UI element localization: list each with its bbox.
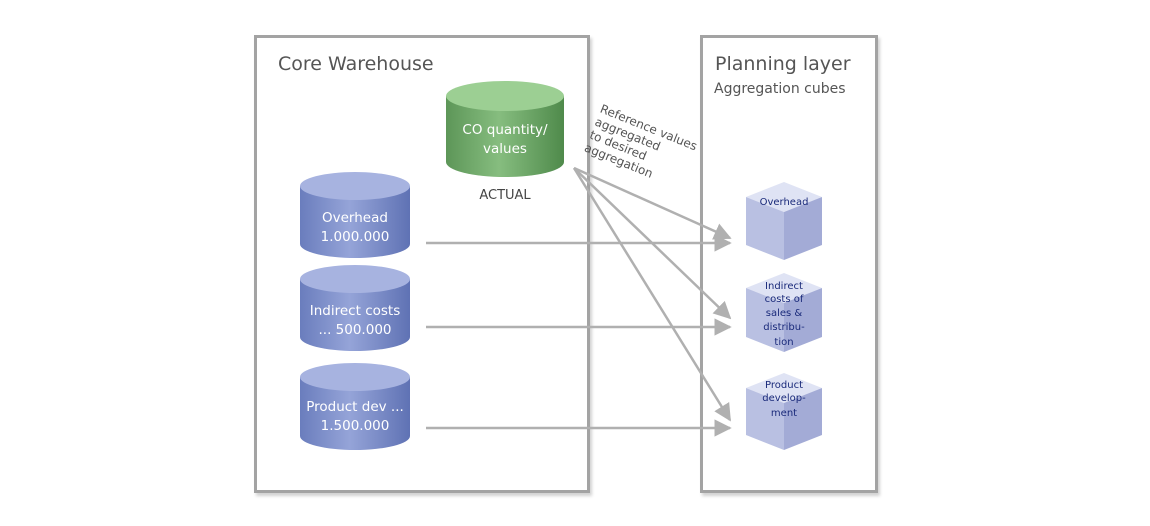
ref-arrow-product-dev bbox=[572, 167, 732, 422]
product-cube-line-1: Product bbox=[765, 380, 803, 391]
overhead-cylinder: Overhead 1.000.000 bbox=[300, 172, 410, 258]
aggregation-cubes-subtitle: Aggregation cubes bbox=[714, 81, 846, 97]
product-development-cube: Product develop- ment bbox=[746, 373, 822, 450]
product-dev-label-line-2: 1.500.000 bbox=[321, 418, 390, 434]
overhead-label-line-1: Overhead bbox=[322, 210, 388, 226]
product-cube-line-3: ment bbox=[771, 408, 797, 419]
product-cube-line-2: develop- bbox=[762, 393, 806, 404]
indirect-cube-line-1: Indirect bbox=[765, 281, 803, 292]
product-dev-cylinder: Product dev ... 1.500.000 bbox=[300, 363, 410, 450]
indirect-cube-line-2: costs of bbox=[765, 294, 804, 305]
indirect-costs-cube: Indirect costs of sales & distribu- tion bbox=[746, 273, 822, 352]
indirect-costs-label-line-2: ... 500.000 bbox=[319, 322, 392, 338]
ref-arrow-overhead bbox=[573, 166, 732, 240]
indirect-costs-label-line-1: Indirect costs bbox=[310, 303, 400, 319]
actual-caption: ACTUAL bbox=[479, 188, 531, 203]
indirect-cube-line-5: tion bbox=[774, 337, 793, 348]
product-dev-label-line-1: Product dev ... bbox=[306, 399, 404, 415]
co-quantity-cylinder: CO quantity/ values bbox=[446, 81, 564, 177]
core-warehouse-title: Core Warehouse bbox=[278, 53, 434, 75]
planning-layer-title: Planning layer bbox=[715, 53, 851, 75]
overhead-cube: Overhead bbox=[746, 182, 822, 260]
co-label-line-1: CO quantity/ bbox=[462, 122, 548, 138]
overhead-cube-label: Overhead bbox=[760, 197, 809, 208]
indirect-cube-line-4: distribu- bbox=[763, 322, 805, 333]
indirect-costs-cylinder: Indirect costs ... 500.000 bbox=[300, 265, 410, 351]
indirect-cube-line-3: sales & bbox=[766, 308, 803, 319]
co-label-line-2: values bbox=[483, 141, 527, 157]
overhead-label-line-2: 1.000.000 bbox=[321, 229, 390, 245]
ref-arrow-indirect-costs bbox=[573, 167, 732, 320]
